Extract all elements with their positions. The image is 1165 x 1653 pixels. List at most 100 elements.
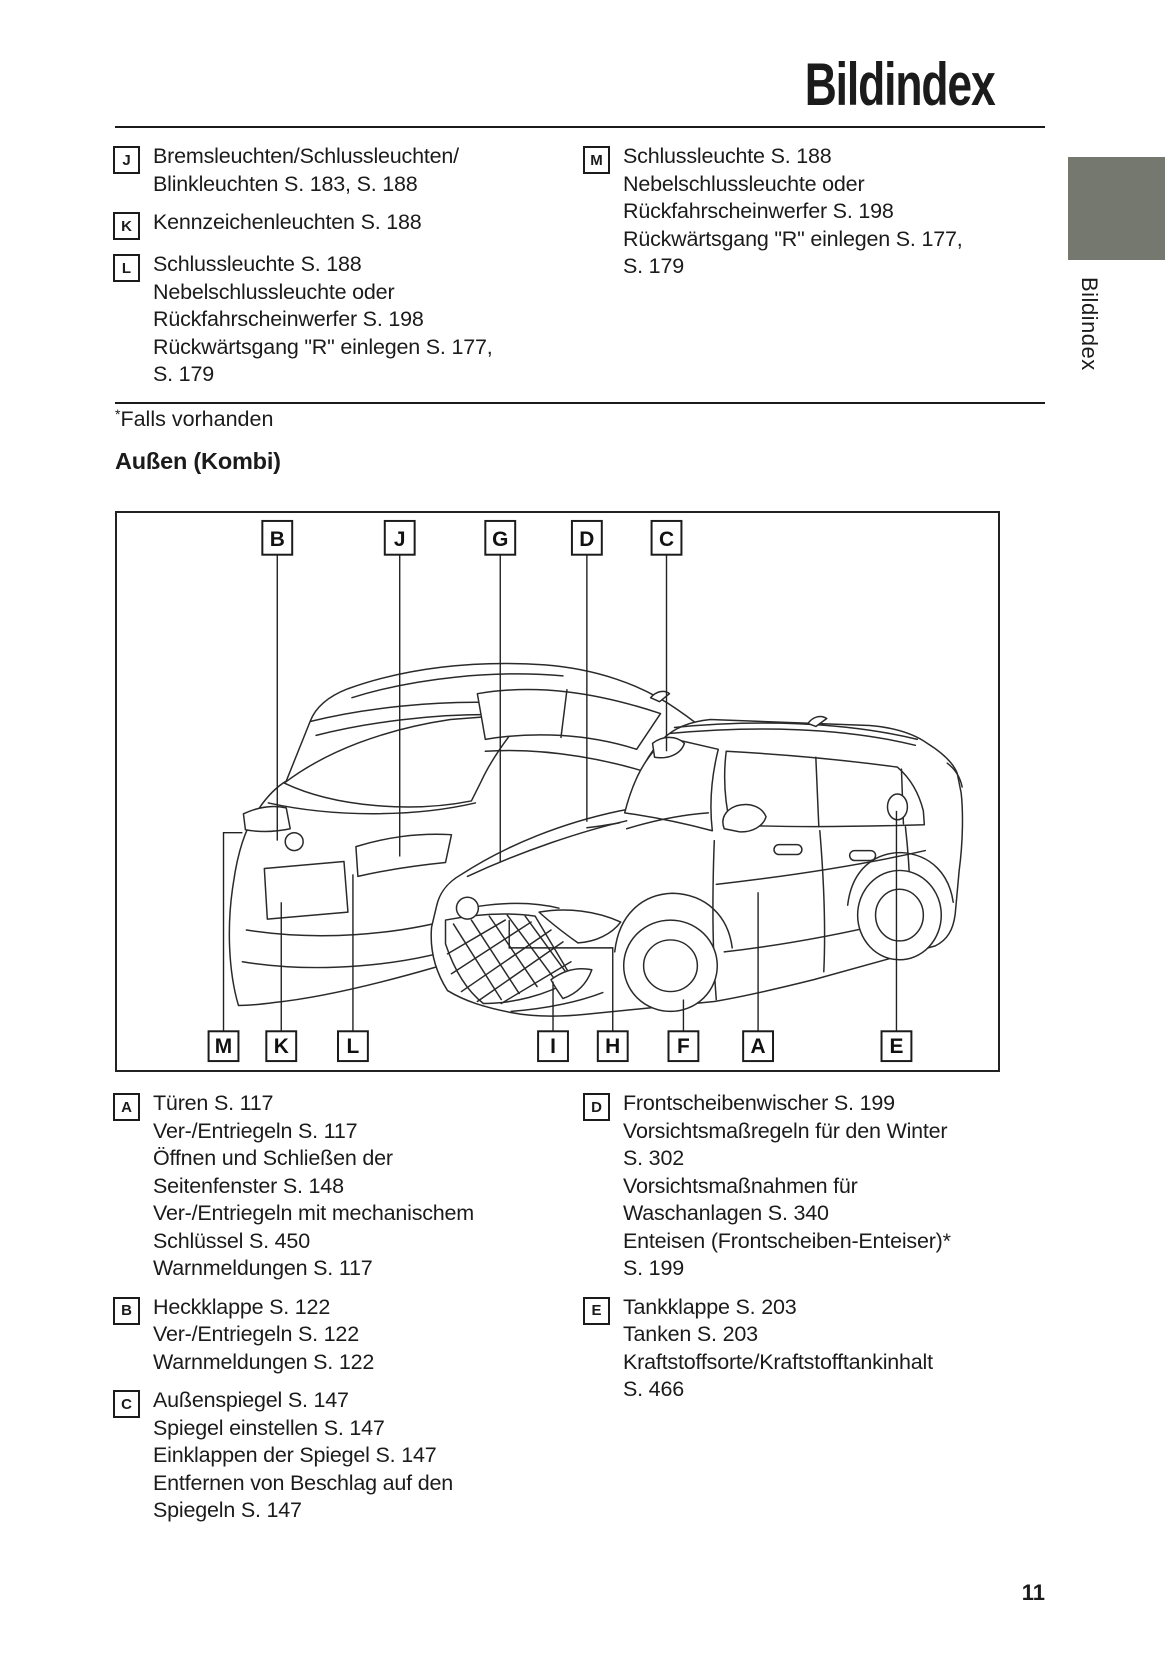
entry-letter-badge: D [583, 1093, 610, 1121]
footnote-star: * [115, 406, 121, 422]
entry-line: S. 199 [623, 1256, 684, 1280]
svg-text:M: M [215, 1035, 232, 1058]
entry-line: Türen S. 117 [153, 1091, 274, 1115]
entry-line: Entfernen von Beschlag auf den [153, 1470, 453, 1495]
page-title: Bildindex [805, 51, 996, 118]
svg-text:C: C [659, 528, 674, 551]
entry-line: Tankklappe S. 203 [623, 1294, 797, 1319]
chapter-tab-label: Bildindex [1077, 277, 1102, 371]
entry-line: Enteisen (Frontscheiben-Enteiser)* [623, 1228, 951, 1253]
index-list-top-left: J Bremsleuchten/Schlussleuchten/Blinkleu… [113, 143, 578, 400]
entry-line: Vorsichtsmaßnahmen für [623, 1173, 858, 1198]
entry-line: Heckklappe S. 122 [153, 1294, 331, 1319]
entry-letter-badge: B [113, 1296, 140, 1325]
chapter-tab [1068, 157, 1165, 260]
entry-line: Ver-/Entriegeln mit mechanischem [153, 1201, 475, 1225]
entry-line: Vorsichtsmaßregeln für den Winter [623, 1118, 948, 1143]
diagram-label-I: I [537, 1030, 569, 1063]
entry-line: Blinkleuchten S. 183, S. 188 [153, 171, 418, 196]
svg-text:H: H [605, 1035, 620, 1058]
entry-line: S. 179 [623, 254, 684, 278]
entry-letter-badge: J [113, 146, 140, 174]
entry-line: Schlussleuchte S. 188 [153, 252, 362, 276]
diagram-label-G: G [484, 519, 517, 556]
diagram-labels: B J G D C M K L I H F A E [207, 519, 913, 1063]
entry-line: Spiegeln S. 147 [153, 1498, 302, 1522]
diagram-label-K: K [265, 1030, 298, 1063]
entry-line: Ver-/Entriegeln S. 117 [153, 1118, 358, 1143]
section-heading: Außen (Kombi) [115, 448, 281, 474]
entry-line: Rückwärtsgang "R" einlegen S. 177, [623, 226, 963, 251]
diagram-label-A: A [742, 1030, 775, 1063]
entry-line: Rückfahrscheinwerfer S. 198 [623, 199, 894, 223]
entry-letter-badge: M [583, 146, 610, 174]
section-divider [115, 402, 1045, 404]
diagram-label-L: L [337, 1030, 369, 1063]
diagram-label-D: D [570, 519, 603, 556]
entry-line: Bremsleuchten/Schlussleuchten/ [153, 144, 459, 168]
entry-line: Nebelschlussleuchte oder [153, 279, 395, 304]
entry-line: Schlüssel S. 450 [153, 1228, 310, 1253]
entry-line: Rückfahrscheinwerfer S. 198 [153, 307, 424, 331]
diagram-label-B: B [261, 519, 294, 556]
entry-letter-badge: E [583, 1296, 610, 1325]
svg-text:G: G [492, 528, 508, 551]
entry-line: Warnmeldungen S. 122 [153, 1349, 375, 1374]
index-entry: K Kennzeichenleuchten S. 188 [113, 209, 578, 240]
exterior-diagram: B J G D C M K L I H F A E [207, 519, 964, 1063]
svg-text:J: J [394, 528, 406, 551]
entry-line: Außenspiegel S. 147 [153, 1388, 349, 1412]
entry-line: Frontscheibenwischer S. 199 [623, 1091, 895, 1115]
svg-text:F: F [677, 1035, 690, 1058]
entry-line: Rückwärtsgang "R" einlegen S. 177, [153, 334, 493, 359]
entry-letter-badge: K [113, 212, 140, 240]
entry-line: S. 466 [623, 1377, 684, 1401]
entry-line: Kennzeichenleuchten S. 188 [153, 210, 422, 234]
entry-line: Schlussleuchte S. 188 [623, 144, 832, 168]
diagram-label-H: H [596, 1030, 629, 1063]
entry-line: S. 302 [623, 1146, 684, 1170]
svg-text:I: I [550, 1035, 556, 1058]
entry-letter-badge: A [113, 1093, 140, 1121]
front-car-art [430, 715, 964, 1017]
page-number: 11 [1021, 1580, 1045, 1605]
entry-line: S. 179 [153, 362, 214, 386]
svg-text:L: L [347, 1035, 360, 1058]
diagram-label-J: J [383, 519, 416, 556]
index-entry: J Bremsleuchten/Schlussleuchten/Blinkleu… [113, 143, 578, 198]
entry-letter-badge: C [113, 1390, 140, 1418]
svg-text:D: D [579, 528, 594, 551]
svg-text:E: E [889, 1035, 903, 1058]
entry-line: Nebelschlussleuchte oder [623, 171, 865, 196]
entry-line: Seitenfenster S. 148 [153, 1173, 344, 1198]
exterior-diagram-frame: B J G D C M K L I H F A E [115, 511, 1000, 1072]
entry-line: Spiegel einstellen S. 147 [153, 1415, 385, 1440]
title-divider [115, 126, 1045, 128]
diagram-label-F: F [667, 1030, 700, 1063]
diagram-label-M: M [207, 1030, 240, 1063]
svg-text:K: K [274, 1035, 289, 1058]
entry-letter-badge: L [113, 254, 140, 282]
entry-line: Kraftstoffsorte/Kraftstofftankinhalt [623, 1349, 933, 1374]
rear-car-mirror [651, 736, 686, 759]
entry-line: Tanken S. 203 [623, 1322, 758, 1346]
diagram-label-E: E [880, 1030, 913, 1063]
entry-line: Waschanlagen S. 340 [623, 1201, 829, 1225]
entry-line: Warnmeldungen S. 117 [153, 1256, 373, 1280]
entry-line: Ver-/Entriegeln S. 122 [153, 1322, 359, 1346]
svg-text:B: B [270, 528, 285, 551]
entry-line: Öffnen und Schließen der [153, 1146, 393, 1170]
diagram-label-C: C [650, 519, 683, 556]
entry-line: Einklappen der Spiegel S. 147 [153, 1443, 437, 1467]
pointer-lines [222, 554, 898, 1032]
